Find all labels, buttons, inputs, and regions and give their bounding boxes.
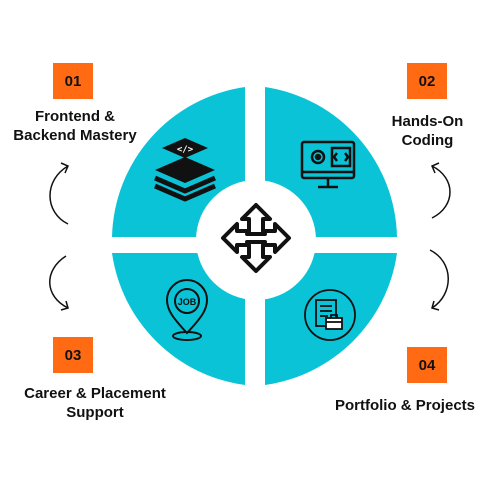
arrow-left-down	[49, 255, 69, 311]
step-02-title-line2: Coding	[401, 132, 454, 149]
step-01-title-line2: Backend Mastery	[13, 127, 137, 144]
svg-text:</>: </>	[177, 145, 194, 155]
code-layers-icon: </>	[154, 138, 216, 202]
step-03-title-line2: Support	[66, 404, 124, 421]
step-04-title: Portfolio & Projects	[320, 396, 490, 415]
svg-text:JOB: JOB	[178, 297, 197, 307]
step-03-title-line1: Career & Placement	[24, 385, 166, 402]
step-02-badge: 02	[407, 63, 447, 99]
step-01-title: Frontend & Backend Mastery	[0, 107, 150, 145]
step-01-badge: 01	[53, 63, 93, 99]
step-03-badge: 03	[53, 337, 93, 373]
step-04-badge: 04	[407, 347, 447, 383]
step-04-title-line1: Portfolio & Projects	[334, 397, 476, 414]
step-02-title-line1: Hands-On	[391, 113, 464, 130]
monitor-gear-code-icon	[300, 140, 356, 189]
arrow-left-up	[49, 162, 69, 225]
job-location-pin-icon: JOB	[165, 279, 209, 341]
four-way-arrows-icon	[221, 203, 291, 273]
step-01-title-line1: Frontend &	[35, 108, 115, 125]
arrow-right-down	[429, 249, 449, 311]
step-03-title: Career & Placement Support	[5, 384, 185, 422]
quadrant-bottom-left	[112, 253, 245, 385]
step-02-title: Hands-On Coding	[375, 112, 480, 150]
portfolio-document-icon	[304, 289, 356, 341]
arrow-right-up	[431, 162, 451, 219]
